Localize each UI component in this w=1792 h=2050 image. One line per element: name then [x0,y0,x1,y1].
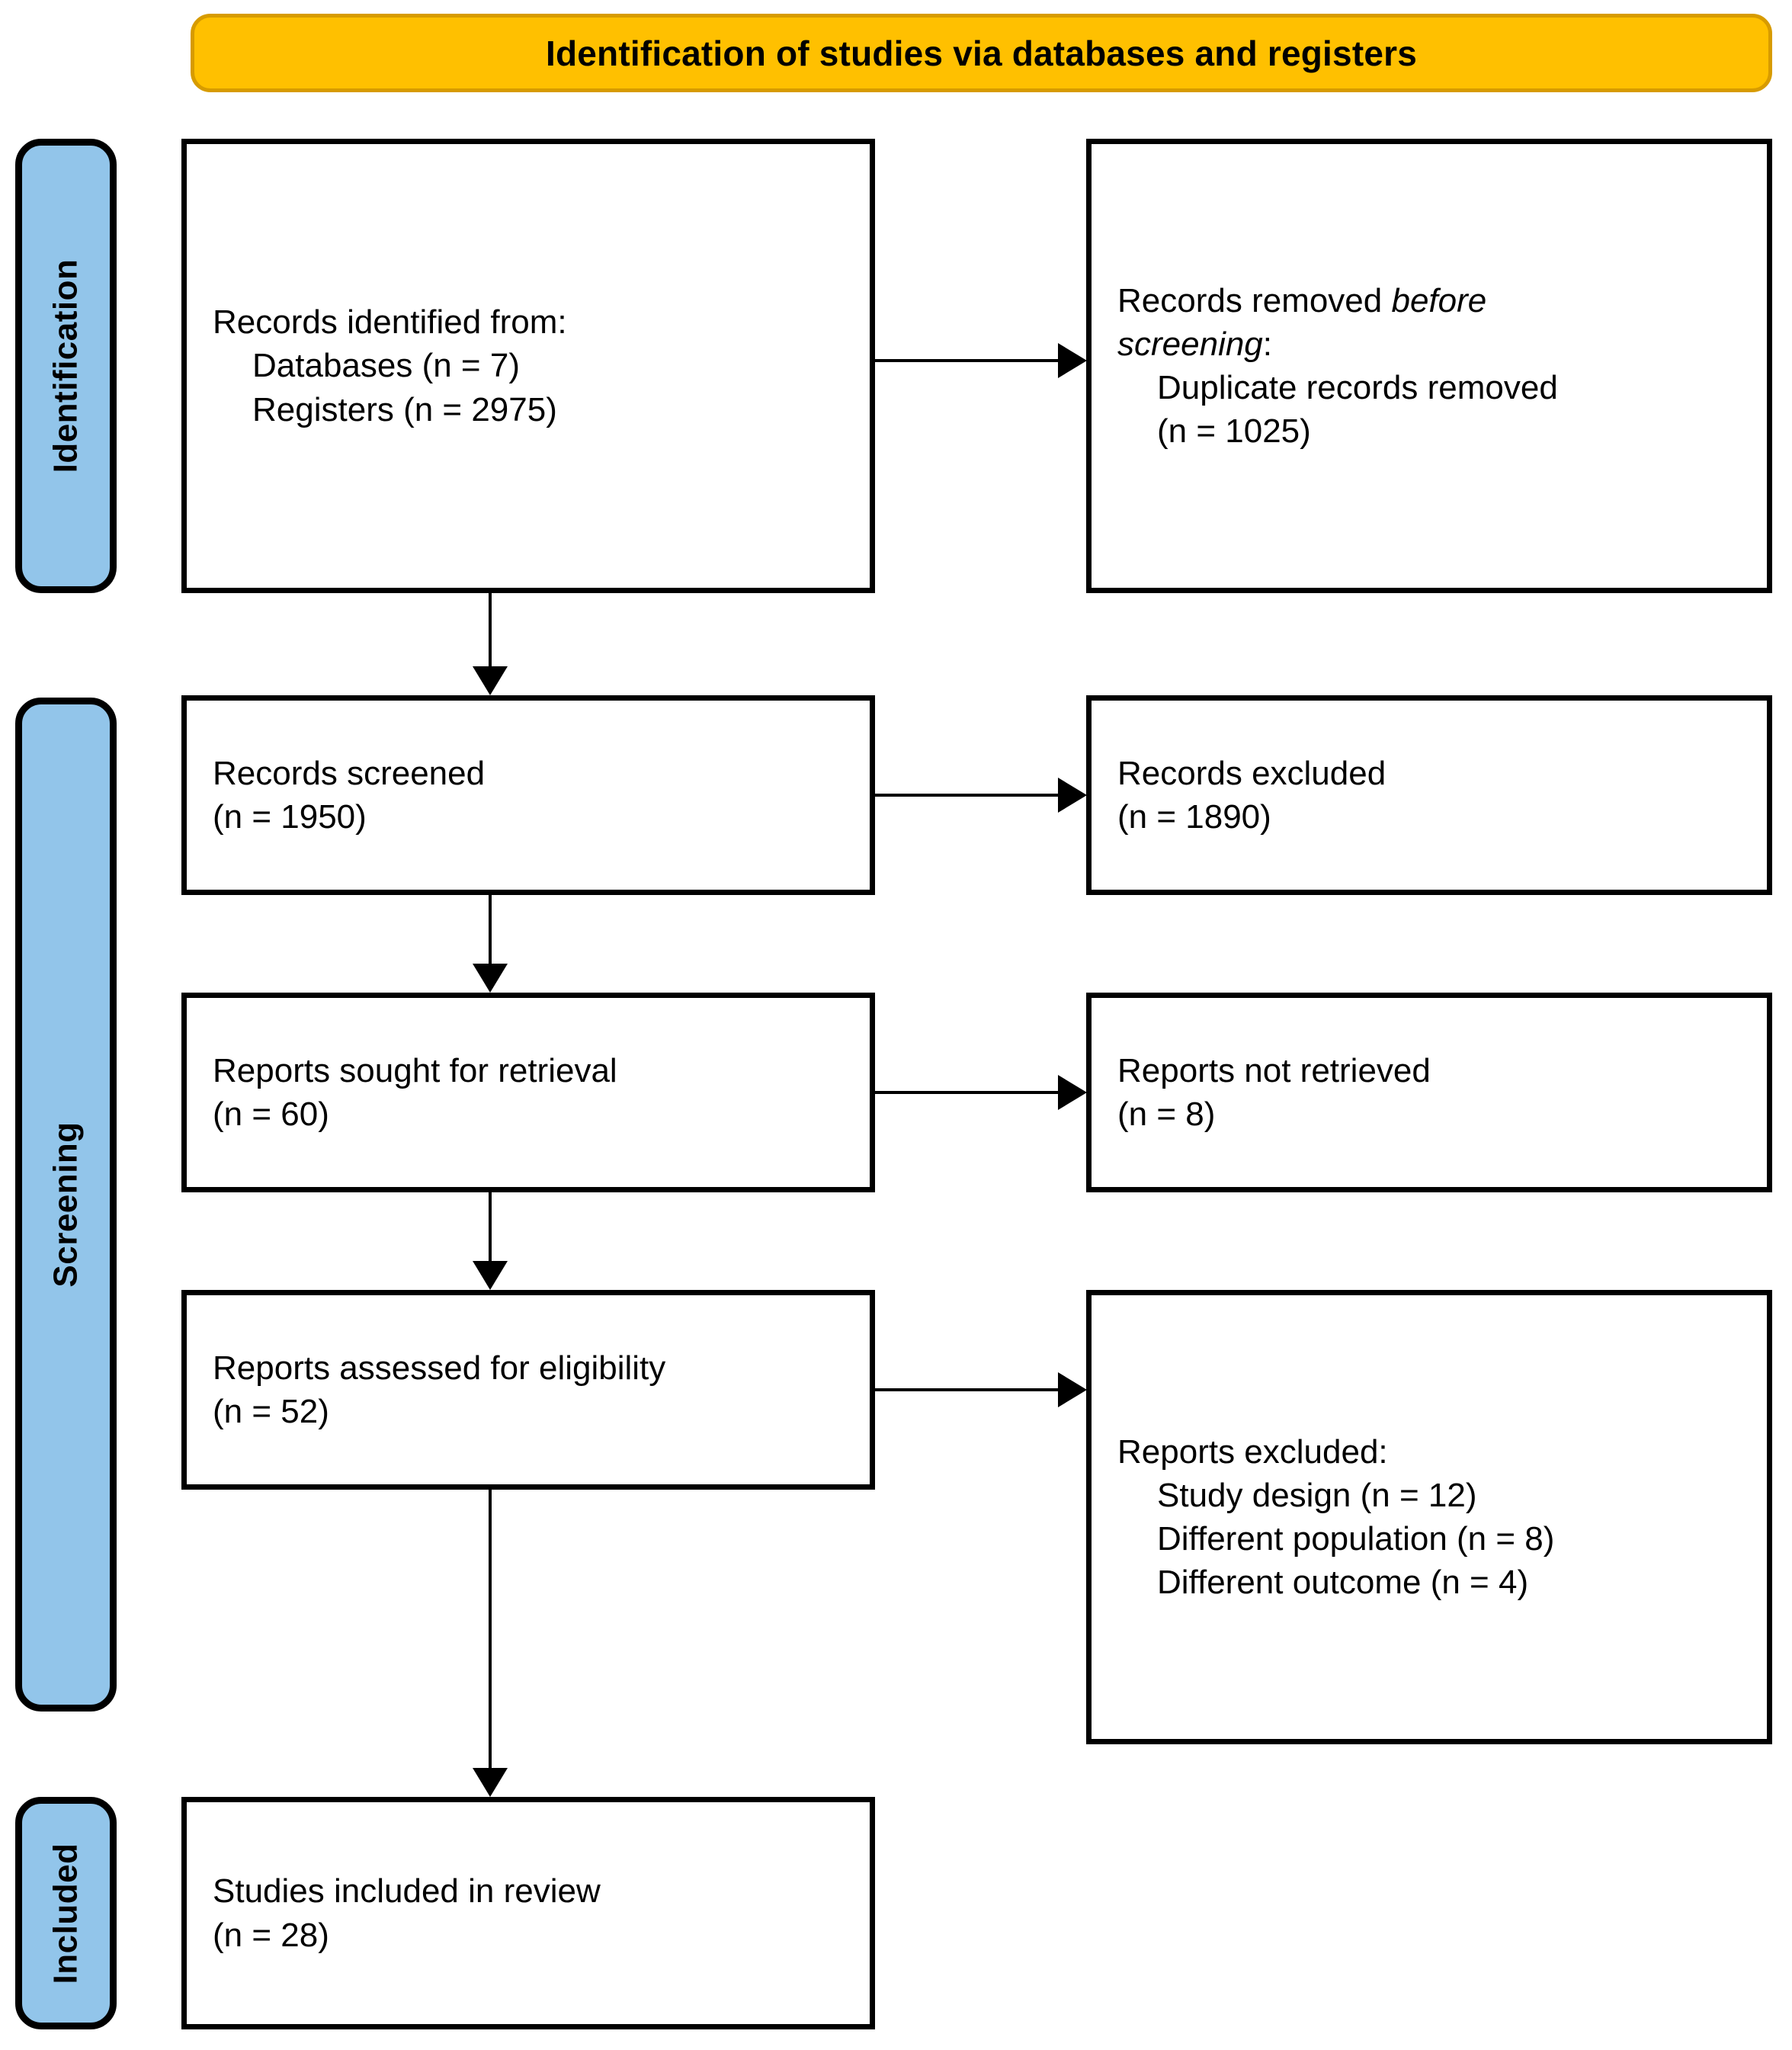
stage-tab-included: Included [15,1797,117,2029]
arrow-identified-to-removed-line [875,359,1058,362]
arrow-assessed-to-included-line [489,1490,492,1768]
stage-tab-identification: Identification [15,139,117,593]
arrow-screened-to-excluded-line [875,794,1058,797]
records-removed-line-4: (n = 1025) [1157,412,1311,451]
box-records-excluded: Records excluded (n = 1890) [1086,695,1772,895]
reports-sought-line-1: Reports sought for retrieval [213,1051,617,1089]
studies-included-line-1: Studies included in review [213,1872,601,1910]
arrow-screened-to-sought-head [473,964,508,993]
records-identified-line-1: Records identified from: [213,303,567,342]
arrow-assessed-to-excluded-head [1058,1372,1087,1407]
studies-included-line-2: (n = 28) [213,1916,329,1954]
arrow-screened-to-excluded-head [1058,778,1087,813]
reports-excluded-heading: Reports excluded: [1117,1432,1388,1471]
arrow-screened-to-sought-line [489,895,492,964]
reports-assessed-line-1: Reports assessed for eligibility [213,1349,666,1387]
arrow-identified-to-screened-head [473,666,508,695]
box-reports-excluded: Reports excluded: Study design (n = 12) … [1086,1290,1772,1744]
records-removed-line-1: Records removed before [1117,279,1750,322]
box-records-removed: Records removed before screening: Duplic… [1086,139,1772,593]
arrow-identified-to-removed-head [1058,343,1087,378]
records-screened-line-2: (n = 1950) [213,798,367,836]
arrow-sought-to-assessed-line [489,1192,492,1261]
reports-not-retrieved-line-2: (n = 8) [1117,1096,1216,1133]
diagram-header-banner: Identification of studies via databases … [191,14,1772,92]
box-reports-assessed: Reports assessed for eligibility (n = 52… [181,1290,875,1490]
records-removed-text-italic-before: before [1391,281,1487,319]
box-reports-sought: Reports sought for retrieval (n = 60) [181,993,875,1192]
arrow-sought-to-not-retrieved-line [875,1091,1058,1094]
records-identified-line-3: Registers (n = 2975) [252,390,557,428]
arrow-sought-to-not-retrieved-head [1058,1075,1087,1110]
records-removed-text-plain: Records removed [1117,281,1392,319]
reports-excluded-reason-3: Different outcome (n = 4) [1157,1564,1529,1602]
reports-assessed-line-2: (n = 52) [213,1393,329,1430]
arrow-sought-to-assessed-head [473,1261,508,1290]
reports-excluded-reason-2: Different population (n = 8) [1157,1520,1555,1558]
reports-excluded-reason-1: Study design (n = 12) [1157,1476,1477,1514]
page-title: Identification of studies via databases … [545,33,1418,73]
box-reports-not-retrieved: Reports not retrieved (n = 8) [1086,993,1772,1192]
stage-label-identification: Identification [46,258,85,473]
arrow-identified-to-screened-line [489,593,492,666]
records-excluded-line-1: Records excluded [1117,754,1386,792]
stage-tab-screening: Screening [15,698,117,1712]
arrow-assessed-to-excluded-line [875,1388,1058,1391]
reports-not-retrieved-line-1: Reports not retrieved [1117,1051,1431,1089]
records-excluded-line-2: (n = 1890) [1117,798,1271,836]
records-screened-line-1: Records screened [213,754,486,792]
records-removed-line-2: screening: [1117,322,1750,366]
stage-label-included: Included [46,1843,85,1984]
box-records-identified: Records identified from: Databases (n = … [181,139,875,593]
records-identified-line-2: Databases (n = 7) [252,347,520,385]
records-removed-text-colon: : [1262,325,1273,363]
stage-label-screening: Screening [46,1121,85,1288]
arrow-assessed-to-included-head [473,1768,508,1797]
box-records-screened: Records screened (n = 1950) [181,695,875,895]
reports-sought-line-2: (n = 60) [213,1096,329,1133]
records-removed-text-italic-screening: screening [1117,325,1263,363]
records-removed-line-3: Duplicate records removed [1157,369,1558,406]
box-studies-included: Studies included in review (n = 28) [181,1797,875,2029]
